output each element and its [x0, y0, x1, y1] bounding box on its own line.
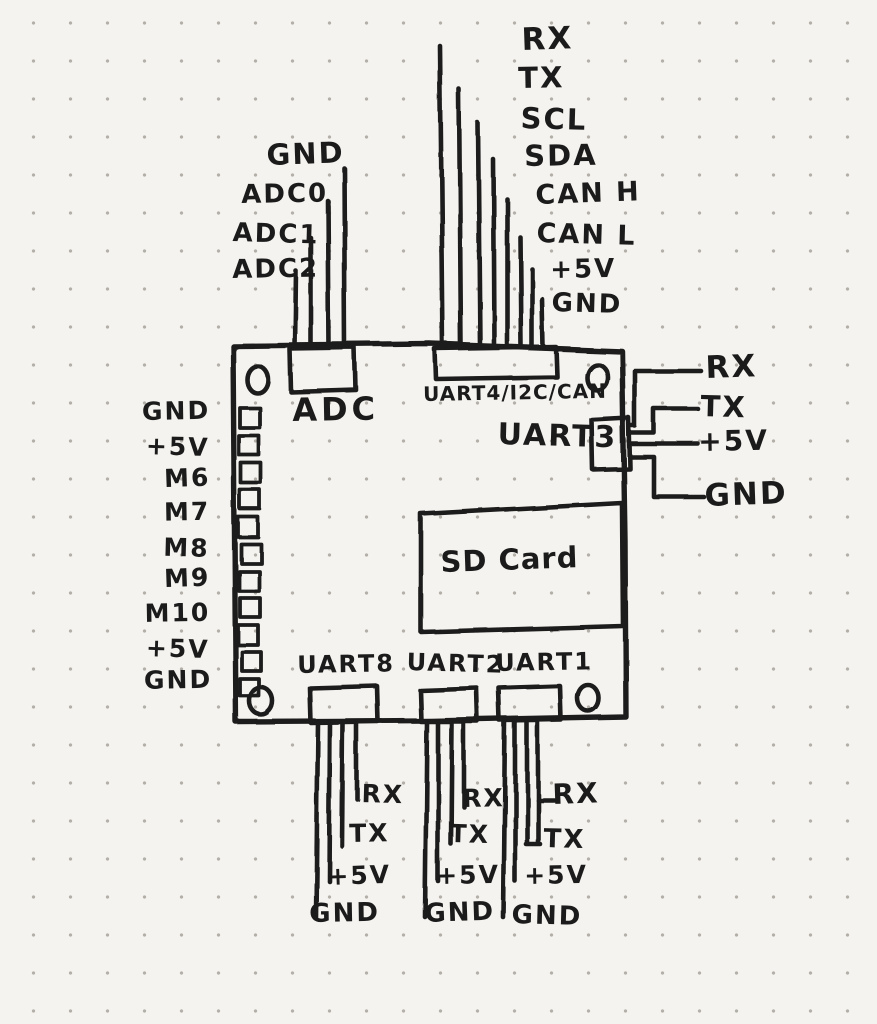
- sd-card-slot-box: [418, 500, 626, 635]
- uart4-i2c-can-wires: [437, 43, 546, 350]
- mounting-hole-top-left: [245, 364, 271, 396]
- sd-card-label: SD Card: [439, 540, 579, 579]
- uart4-pin-label-can-h: CAN H: [534, 176, 642, 211]
- adc-connector-box: [287, 345, 359, 395]
- uart1-pin-label-rx: RX: [551, 776, 601, 811]
- uart4-i2c-can-connector-label: UART4/I2C/CAN: [422, 378, 608, 406]
- adc-wires: [292, 165, 348, 350]
- adc-pin-label-gnd: GND: [265, 135, 346, 172]
- uart4-pin-label-can-l: CAN L: [536, 218, 637, 252]
- uart3-pin-label-tx: TX: [700, 389, 748, 425]
- adc-pin-label-adc0: ADC0: [240, 178, 329, 210]
- left-pin-label-5v-bottom: +5V: [145, 633, 211, 664]
- uart3-pin-label-gnd: GND: [703, 475, 789, 514]
- left-pin-header: [236, 406, 263, 698]
- uart8-connector-box: [307, 683, 381, 726]
- mounting-hole-top-right: [584, 361, 610, 393]
- uart8-pin-label-5v: +5V: [326, 859, 392, 891]
- uart4-pin-label-sda: SDA: [523, 137, 598, 173]
- uart4-pin-label-scl: SCL: [520, 101, 588, 137]
- uart1-wires: [500, 718, 557, 920]
- left-pin-label-m9: M9: [163, 562, 211, 594]
- uart8-connector-label: UART8: [296, 649, 396, 679]
- left-pin-label-m8: M8: [162, 532, 211, 563]
- uart2-connector-box: [417, 685, 481, 725]
- uart3-pin-label-rx: RX: [704, 348, 758, 386]
- uart2-pin-label-rx: RX: [461, 783, 505, 813]
- uart8-pin-label-tx: TX: [348, 818, 390, 848]
- uart1-connector-label: UART1: [494, 647, 594, 677]
- uart2-connector-label: UART2: [406, 648, 505, 679]
- uart3-wires: [627, 368, 707, 500]
- uart1-connector-box: [496, 683, 564, 724]
- adc-connector-label: ADC: [291, 389, 380, 429]
- uart1-pin-label-gnd: GND: [511, 900, 583, 932]
- uart8-pin-label-gnd: GND: [308, 897, 381, 929]
- left-pin-label-gnd-bottom: GND: [143, 664, 213, 695]
- uart4-pin-label-rx: RX: [520, 20, 574, 58]
- uart8-wires: [313, 720, 360, 920]
- uart4-pin-label-5v: +5V: [549, 253, 617, 285]
- uart2-pin-label-5v: +5V: [435, 859, 501, 890]
- adc-pin-label-adc2: ADC2: [231, 253, 320, 285]
- uart8-pin-label-rx: RX: [361, 779, 405, 810]
- left-pin-label-m10: M10: [144, 597, 211, 628]
- uart2-wires: [422, 720, 467, 920]
- mounting-hole-bottom-left: [247, 685, 275, 717]
- uart4-pin-label-gnd: GND: [551, 288, 623, 320]
- uart2-pin-label-gnd: GND: [423, 896, 496, 929]
- uart1-pin-label-5v: +5V: [523, 859, 589, 890]
- uart3-connector-label: UART3: [497, 417, 618, 456]
- uart4-pin-label-tx: TX: [517, 60, 565, 95]
- adc-pin-label-adc1: ADC1: [232, 218, 320, 251]
- left-pin-label-gnd-top: GND: [141, 395, 211, 426]
- uart3-connector-box: [589, 415, 633, 473]
- left-pin-label-m6: M6: [163, 462, 211, 494]
- uart2-pin-label-tx: TX: [449, 819, 491, 850]
- mounting-hole-bottom-right: [575, 682, 601, 714]
- uart3-pin-label-5v: +5V: [697, 423, 770, 458]
- uart1-pin-label-tx: TX: [543, 824, 586, 856]
- left-pin-label-m7: M7: [163, 496, 211, 527]
- uart4-i2c-can-connector-box: [432, 344, 560, 382]
- left-pin-label-5v-top: +5V: [145, 431, 211, 462]
